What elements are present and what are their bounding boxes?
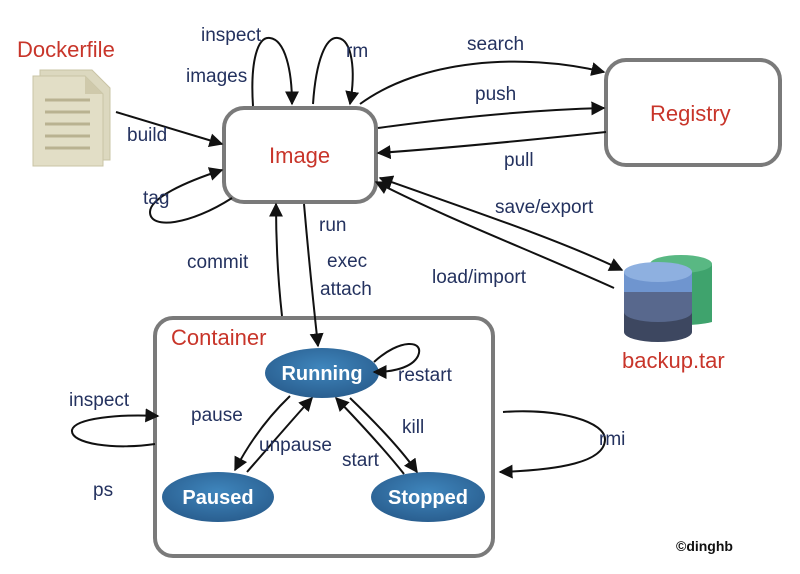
kill-label: kill: [402, 417, 424, 438]
tag-loop-arrow: [148, 167, 233, 224]
commit-label: commit: [187, 252, 249, 273]
load-import-label: load/import: [432, 267, 527, 288]
rm-label: rm: [346, 41, 368, 62]
image-box[interactable]: [222, 106, 378, 204]
image-title: Image: [269, 143, 330, 168]
dockerfile-document-icon: [32, 69, 111, 167]
load-import-arrow: [374, 181, 615, 289]
build-label: build: [127, 125, 167, 146]
credit-text: ©dinghb: [676, 538, 733, 554]
rm-loop-arrow: [312, 36, 360, 106]
build-arrow: [115, 111, 224, 148]
run-label: run: [319, 215, 346, 236]
paused-state[interactable]: [162, 472, 274, 522]
push-label: push: [475, 84, 516, 105]
inspect-images-label-2: images: [186, 66, 247, 87]
pause-label: pause: [191, 405, 243, 426]
rmi-loop-arrow: [498, 410, 607, 479]
rmi-label: rmi: [599, 429, 625, 450]
registry-title: Registry: [650, 101, 731, 126]
paused-label: Paused: [182, 487, 253, 509]
running-label: Running: [281, 363, 362, 385]
attach-label: attach: [320, 279, 372, 300]
search-arrow: [359, 60, 606, 105]
pull-label: pull: [504, 150, 534, 171]
exec-label: exec: [327, 251, 367, 272]
running-state[interactable]: [265, 348, 379, 398]
unpause-label: unpause: [259, 435, 332, 456]
push-arrow: [377, 101, 606, 129]
inspect-images-loop-arrow: [251, 36, 299, 107]
stopped-label: Stopped: [388, 487, 468, 509]
unpause-arrow: [246, 396, 313, 473]
save-export-label: save/export: [495, 197, 594, 218]
dockerfile-title: Dockerfile: [17, 37, 115, 62]
save-load-arrow: [378, 175, 624, 271]
start-label: start: [342, 450, 380, 471]
restart-label: restart: [398, 365, 453, 386]
inspect-ps-loop-arrow: [71, 408, 160, 448]
commit-arrow: [269, 202, 284, 317]
tag-label: tag: [143, 188, 169, 209]
database-icon: [624, 255, 712, 342]
kill-arrow: [349, 397, 418, 474]
inspect-images-label-1: inspect: [201, 25, 262, 46]
backup-title: backup.tar: [622, 348, 725, 373]
inspect-ps-label-1: inspect: [69, 390, 130, 411]
pause-arrow: [234, 395, 291, 472]
stopped-state[interactable]: [371, 472, 485, 522]
container-title: Container: [171, 325, 266, 350]
search-label: search: [467, 34, 524, 55]
restart-loop-arrow: [372, 343, 421, 379]
registry-box[interactable]: [604, 58, 782, 167]
pull-arrow: [376, 131, 607, 160]
inspect-ps-label-2: ps: [93, 480, 113, 501]
start-arrow: [335, 396, 405, 475]
run-arrow: [303, 203, 324, 348]
